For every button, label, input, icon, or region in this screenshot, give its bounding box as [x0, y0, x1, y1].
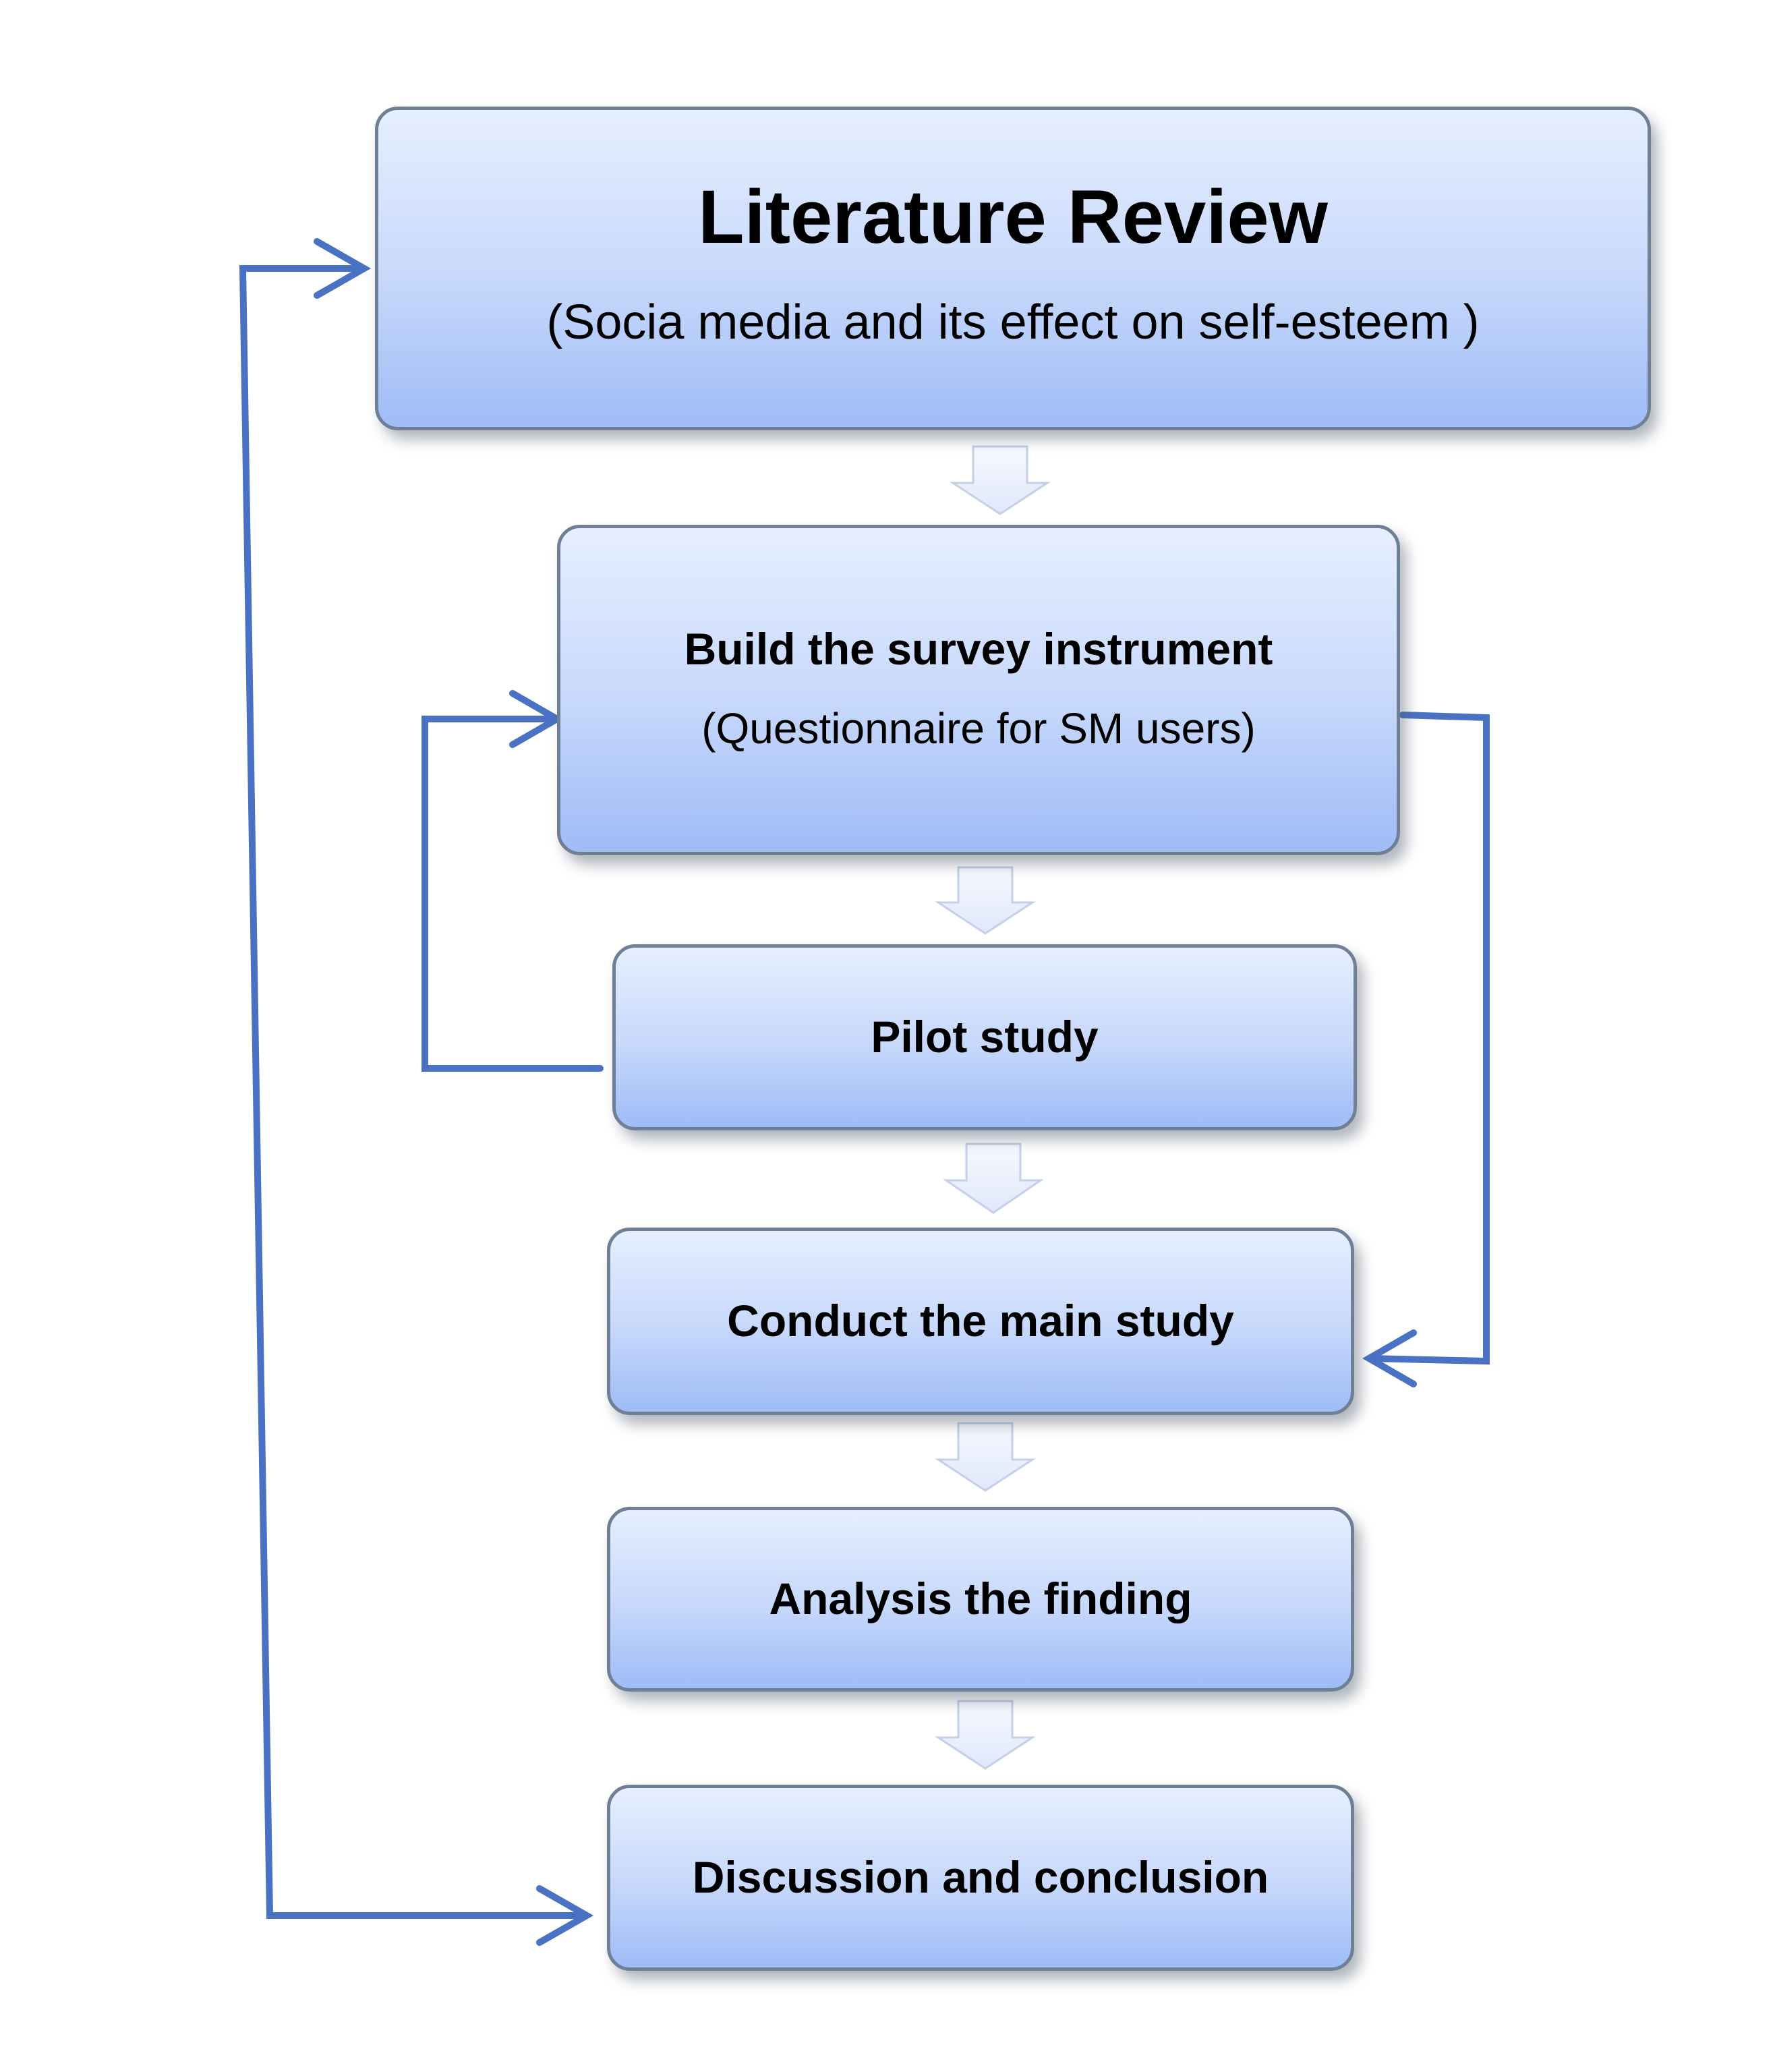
literature-discussion-connector: [239, 265, 590, 1919]
survey-instrument-title: Build the survey instrument: [684, 624, 1273, 674]
discussion-title: Discussion and conclusion: [692, 1852, 1269, 1903]
analysis-box: Analysis the finding: [607, 1507, 1354, 1692]
main-study-title: Conduct the main study: [727, 1296, 1234, 1346]
down-arrow-icon: [943, 1143, 1044, 1214]
main-study-box: Conduct the main study: [607, 1228, 1354, 1415]
down-arrows: [934, 445, 1051, 1770]
literature-review-box: Literature Review (Socia media and its e…: [375, 107, 1651, 430]
survey-main-connector: [1366, 712, 1490, 1365]
pilot-feedback-connector: [421, 716, 604, 1072]
survey-instrument-subtitle: (Questionnaire for SM users): [701, 704, 1256, 753]
arrowhead-main-study-icon: [1362, 1329, 1417, 1387]
pilot-study-box: Pilot study: [612, 944, 1357, 1130]
down-arrow-icon: [934, 1700, 1037, 1770]
down-arrow-icon: [934, 866, 1037, 935]
literature-review-subtitle: (Socia media and its effect on self-este…: [546, 295, 1480, 350]
discussion-box: Discussion and conclusion: [607, 1785, 1354, 1971]
literature-review-title: Literature Review: [698, 175, 1328, 259]
pilot-study-title: Pilot study: [871, 1012, 1099, 1062]
down-arrow-icon: [949, 445, 1051, 515]
analysis-title: Analysis the finding: [769, 1574, 1192, 1624]
feedback-connectors: [239, 238, 1490, 1946]
down-arrow-icon: [934, 1422, 1037, 1492]
arrowhead-left-top-icon: [314, 238, 372, 299]
survey-instrument-box: Build the survey instrument (Questionnai…: [557, 525, 1400, 855]
arrowhead-left-bottom-icon: [536, 1885, 594, 1946]
